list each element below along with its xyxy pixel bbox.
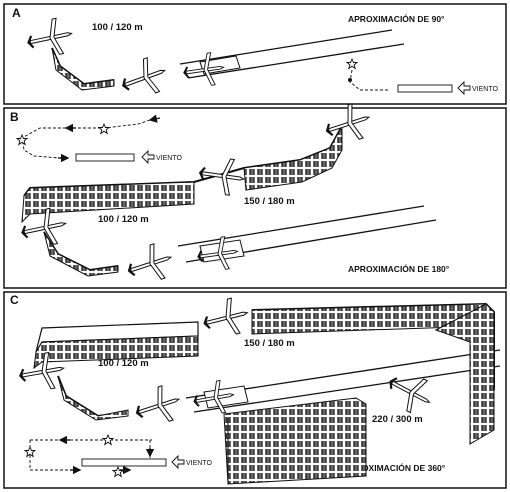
- panel-c-distance-3: 220 / 300 m: [372, 414, 423, 425]
- panel-c: C APROXIMACIÓN DE 360° 100 / 120 m 150 /…: [3, 291, 507, 489]
- wind-inset: VIENTO: [16, 114, 182, 165]
- panel-b-wind-label: VIENTO: [156, 155, 182, 162]
- panel-a-distance-1: 100 / 120 m: [92, 22, 143, 33]
- panel-a-title: APROXIMACIÓN DE 90°: [348, 13, 445, 24]
- runway: [397, 84, 453, 93]
- approach-path: [33, 302, 495, 485]
- panel-c-title: APROXIMACIÓN DE 360°: [344, 462, 446, 473]
- wind-arrow-icon: [171, 454, 185, 470]
- panel-c-wind-label: VIENTO: [186, 460, 212, 467]
- panel-b-distance-1: 100 / 120 m: [98, 214, 149, 225]
- panel-a: A APROXIMACIÓN DE 90° 100 / 120 m VIENTO: [3, 3, 507, 105]
- runway: [75, 153, 135, 162]
- panel-c-distance-2: 150 / 180 m: [244, 338, 295, 349]
- arrow-icon: [148, 114, 161, 123]
- panel-c-letter: C: [10, 293, 19, 307]
- panel-b-title: APROXIMACIÓN DE 180°: [348, 263, 450, 274]
- panel-a-wind-label: VIENTO: [472, 86, 498, 93]
- wind-arrow-icon: [141, 149, 155, 165]
- panel-b-letter: B: [10, 110, 19, 124]
- wind-arrow-icon: [457, 80, 471, 96]
- panel-b-distance-2: 150 / 180 m: [244, 196, 295, 207]
- approach-path: [21, 125, 343, 277]
- panel-a-letter: A: [12, 6, 21, 20]
- panel-b: B APROXIMACIÓN DE 180° 100 / 120 m 150 /…: [3, 98, 507, 290]
- runway: [179, 29, 405, 79]
- runway: [81, 458, 167, 467]
- arrow-icon: [348, 78, 352, 82]
- panel-c-distance-1: 100 / 120 m: [98, 358, 149, 369]
- wind-inset: VIENTO: [24, 434, 212, 477]
- approach-path: [51, 47, 115, 91]
- wind-inset: VIENTO: [346, 58, 498, 96]
